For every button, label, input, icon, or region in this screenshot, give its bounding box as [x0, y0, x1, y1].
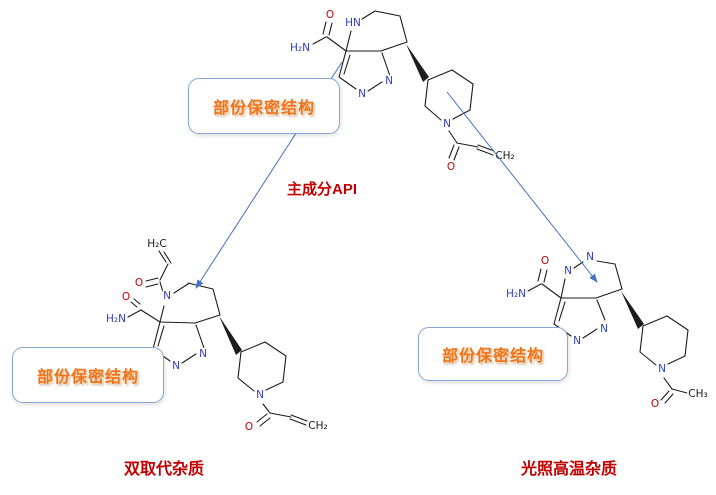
callout-text: 部份保密结构 — [212, 100, 315, 117]
atom-amide-nh2: H₂N — [506, 288, 526, 300]
atom-pip-n: N — [256, 389, 264, 401]
stereo-wedge — [406, 44, 429, 82]
left-impurity-label: 双取代杂质 — [124, 461, 205, 478]
main-api-bond-skeleton — [312, 10, 495, 161]
atom-ring-na: N — [564, 265, 572, 277]
atom-vinyl-h2c: H₂C — [147, 238, 166, 250]
atom-acryl-o-bottom: O — [245, 421, 253, 433]
structure-photothermal-impurity: H₂N O N N N N N O CH₃ — [505, 250, 710, 412]
callout-confidential-left: 部份保密结构 — [12, 347, 164, 403]
atom-acryl-o: O — [447, 161, 455, 173]
atom-ring-n2: N — [600, 323, 608, 335]
atom-ring-nb: N — [586, 251, 594, 263]
atom-acryl-ch2: CH₂ — [308, 420, 327, 432]
atom-acryl-ch2: CH₂ — [495, 150, 514, 162]
atom-ring-n-top: N — [163, 290, 171, 302]
atom-acetyl-ch3: CH₃ — [688, 388, 707, 400]
atom-ring-hn: HN — [345, 17, 361, 29]
left-bond-skeleton — [127, 250, 308, 427]
atom-amide-nh2: H₂N — [106, 313, 126, 325]
atom-amide-nh2: H₂N — [290, 42, 310, 54]
atom-acetyl-o: O — [651, 398, 659, 410]
structure-main-api: H₂N O HN N N N O CH₂ — [289, 8, 517, 175]
callout-confidential-right: 部份保密结构 — [418, 327, 568, 381]
stereo-wedge — [219, 316, 242, 355]
structure-disubstituted-impurity: H₂N O H₂C O N N N N O CH₂ — [105, 237, 330, 435]
atom-ring-n1: N — [573, 335, 581, 347]
right-impurity-label: 光照高温杂质 — [521, 461, 618, 478]
atom-amide-o: O — [326, 9, 334, 21]
stereo-wedge — [621, 291, 644, 329]
callout-text: 部份保密结构 — [441, 348, 544, 365]
atom-ring-n1: N — [358, 88, 366, 100]
atom-ring-n2: N — [385, 75, 393, 87]
api-label: 主成分API — [287, 181, 358, 198]
atom-amide-o: O — [541, 255, 549, 267]
atom-ring-n1: N — [172, 360, 180, 372]
arrow-api-to-right-impurity — [446, 91, 598, 283]
atom-amide-o: O — [122, 291, 130, 303]
atom-pip-n: N — [443, 118, 451, 130]
atom-acryl-o-top: O — [135, 277, 143, 289]
atom-pip-n: N — [658, 363, 666, 375]
callout-text: 部份保密结构 — [36, 369, 139, 386]
atom-ring-n2: N — [199, 348, 207, 360]
right-bond-skeleton — [527, 260, 689, 404]
callout-confidential-api: 部份保密结构 — [188, 78, 340, 134]
